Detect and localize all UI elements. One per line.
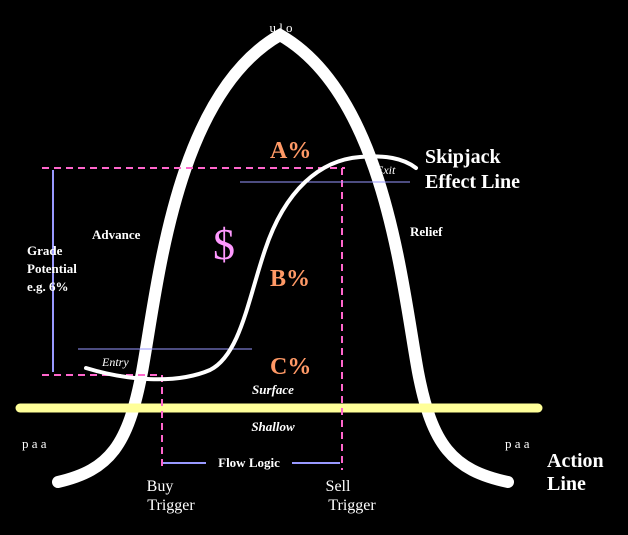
sell-trigger-label-line2: Trigger xyxy=(328,497,376,514)
grade-label-line1: Grade xyxy=(27,243,63,258)
top-label: u l o xyxy=(269,20,292,35)
sell-trigger-label-line1: Sell xyxy=(326,478,351,495)
surface-label: Surface xyxy=(252,382,294,397)
action-line-label-line1: Action xyxy=(547,450,604,472)
right-bottom-label: p a a xyxy=(505,436,530,451)
advance-label: Advance xyxy=(92,227,141,242)
buy-trigger-label-line2: Trigger xyxy=(147,497,195,514)
grade-label-line2: Potential xyxy=(27,261,77,276)
skipjack-effect-curve xyxy=(84,154,418,382)
bell-curve xyxy=(52,28,514,488)
dollar-sign: $ xyxy=(213,220,235,269)
action-line-label-line2: Line xyxy=(547,473,586,495)
exit-label: Exit xyxy=(375,163,396,177)
buy-trigger-label-line1: Buy xyxy=(147,478,174,495)
shallow-label: Shallow xyxy=(251,419,295,434)
left-bottom-label: p a a xyxy=(22,436,47,451)
entry-label: Entry xyxy=(101,355,129,369)
a-percent-label: A% xyxy=(270,138,311,164)
skipjack-label-line1: Skipjack xyxy=(425,146,501,168)
c-percent-label: C% xyxy=(270,354,311,380)
grade-label-line3: e.g. 6% xyxy=(27,279,69,294)
b-percent-label: B% xyxy=(270,266,310,292)
skipjack-label-line2: Effect Line xyxy=(425,171,520,193)
flow-logic-label: Flow Logic xyxy=(218,455,280,470)
relief-label: Relief xyxy=(410,224,443,239)
